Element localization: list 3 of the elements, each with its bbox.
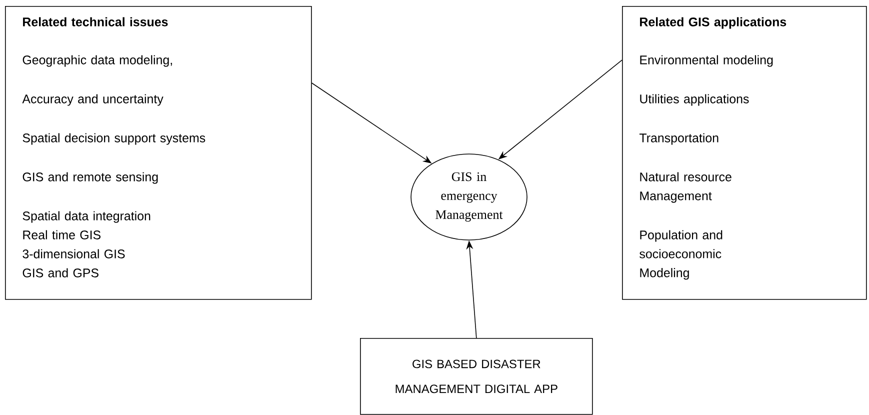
list-box: Related GIS applications Environmental modeling Utilities applications Transportation Natural resource Management Population and socioeconomic Modeling [622,6,867,300]
app-box: GIS BASED DISASTER MANAGEMENT DIGITAL APP [360,338,593,415]
list-box: Related technical issues Geographic data modeling, Accuracy and uncertainty Spatial decision support systems GIS and remote sensing Spatial data integration Real time GIS 3-dimensional GIS GIS and GPS [5,6,312,300]
